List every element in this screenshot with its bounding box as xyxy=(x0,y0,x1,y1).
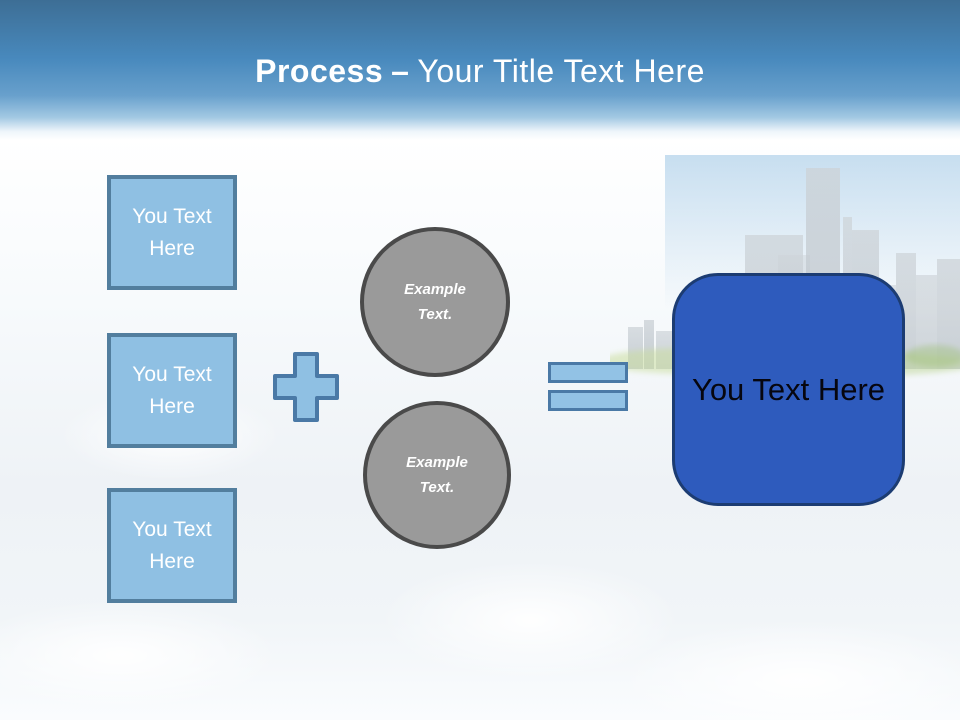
example-circle-1[interactable]: Example Text. xyxy=(360,227,510,377)
cloud-decoration xyxy=(380,560,680,680)
title-bold-text: Process xyxy=(255,53,384,89)
example-circle-label: Example Text. xyxy=(404,280,466,324)
input-box-label: You Text Here xyxy=(132,363,212,418)
cloud-decoration xyxy=(620,620,960,720)
result-box-label: You Text Here xyxy=(691,371,886,407)
equals-bar-bottom xyxy=(548,390,628,411)
cloud-decoration xyxy=(0,600,280,710)
title-separator: – xyxy=(391,53,410,89)
title-rest-text: Your Title Text Here xyxy=(417,53,705,89)
input-box-label: You Text Here xyxy=(132,518,212,573)
example-circle-2[interactable]: Example Text. xyxy=(363,401,511,549)
plus-icon[interactable] xyxy=(273,352,339,422)
equals-bar-top xyxy=(548,362,628,383)
input-box-label: You Text Here xyxy=(132,205,212,260)
result-box[interactable]: You Text Here xyxy=(672,273,905,506)
example-circle-label: Example Text. xyxy=(406,453,468,497)
page-title: Process–Your Title Text Here xyxy=(0,53,960,89)
input-box-3[interactable]: You Text Here xyxy=(107,488,237,603)
equals-icon[interactable] xyxy=(548,362,628,413)
input-box-1[interactable]: You Text Here xyxy=(107,175,237,290)
input-box-2[interactable]: You Text Here xyxy=(107,333,237,448)
header-banner xyxy=(0,0,960,140)
